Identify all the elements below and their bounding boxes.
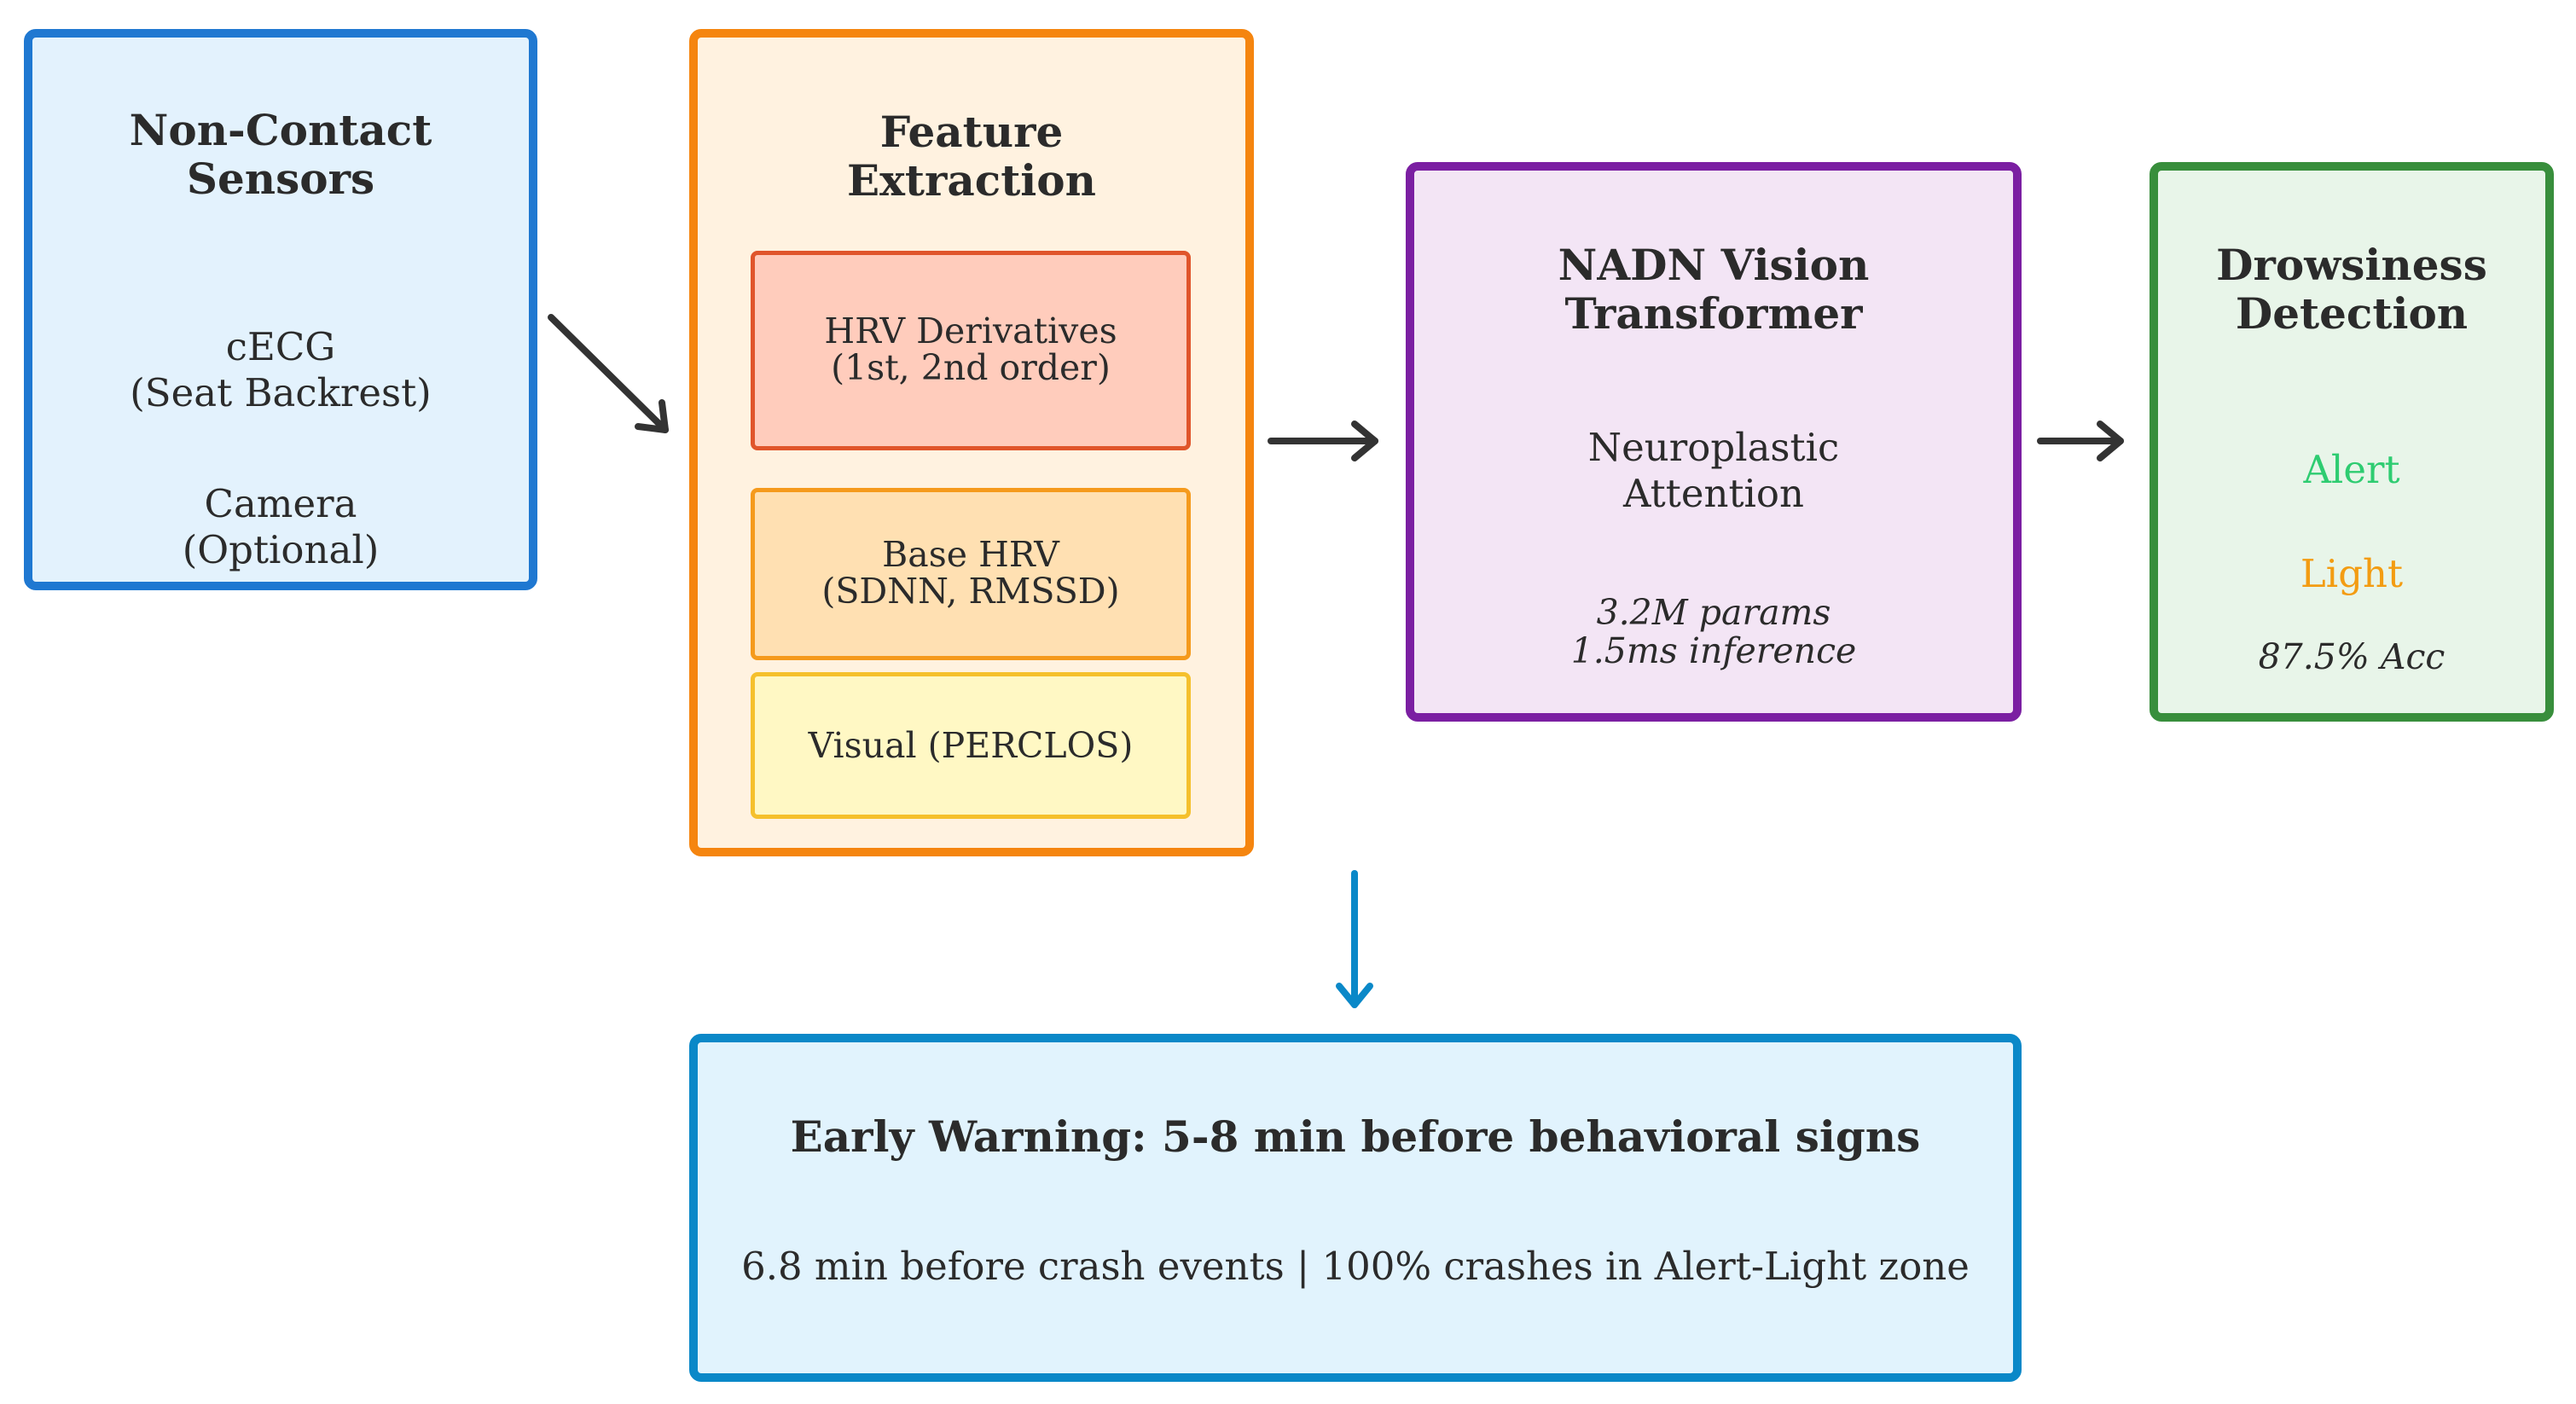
transformer-title: NADN Vision Transformer <box>1558 240 1870 339</box>
detection-accuracy-label: 87.5% Acc <box>2258 636 2445 677</box>
feature-extraction-title: Feature Extraction <box>847 107 1096 206</box>
arrow-sensors-to-features <box>548 314 669 433</box>
base-hrv-box: Base HRV (SDNN, RMSSD) <box>751 488 1191 660</box>
detection-alert-label: Alert <box>2303 447 2400 492</box>
arrow-to-early-warning <box>1336 870 1373 1008</box>
early-warning-box: Early Warning: 5-8 min before behavioral… <box>689 1034 2022 1382</box>
transformer-attention-label: Neuroplastic Attention <box>1587 425 1840 516</box>
arrow-features-to-transformer <box>1268 421 1378 461</box>
visual-perclos-label: Visual (PERCLOS) <box>808 725 1134 766</box>
sensors-camera-label: Camera (Optional) <box>182 481 380 572</box>
early-warning-title: Early Warning: 5-8 min before behavioral… <box>790 1111 1921 1162</box>
sensors-box: Non-Contact Sensors cECG (Seat Backrest)… <box>24 29 537 590</box>
base-hrv-label: Base HRV (SDNN, RMSSD) <box>821 534 1120 612</box>
detection-light-label: Light <box>2300 551 2404 596</box>
detection-title: Drowsiness Detection <box>2216 240 2487 339</box>
hrv-derivatives-label: HRV Derivatives (1st, 2nd order) <box>824 310 1117 389</box>
sensors-cecg-label: cECG (Seat Backrest) <box>130 324 432 415</box>
transformer-stats-label: 3.2M params 1.5ms inference <box>1570 592 1857 672</box>
arrow-transformer-to-detection <box>2037 421 2124 461</box>
hrv-derivatives-box: HRV Derivatives (1st, 2nd order) <box>751 251 1191 450</box>
visual-perclos-box: Visual (PERCLOS) <box>751 672 1191 819</box>
sensors-title: Non-Contact Sensors <box>129 105 432 204</box>
early-warning-detail: 6.8 min before crash events | 100% crash… <box>741 1244 1970 1289</box>
transformer-box: NADN Vision Transformer Neuroplastic Att… <box>1406 162 2022 722</box>
detection-box: Drowsiness Detection Alert Light 87.5% A… <box>2150 162 2554 722</box>
